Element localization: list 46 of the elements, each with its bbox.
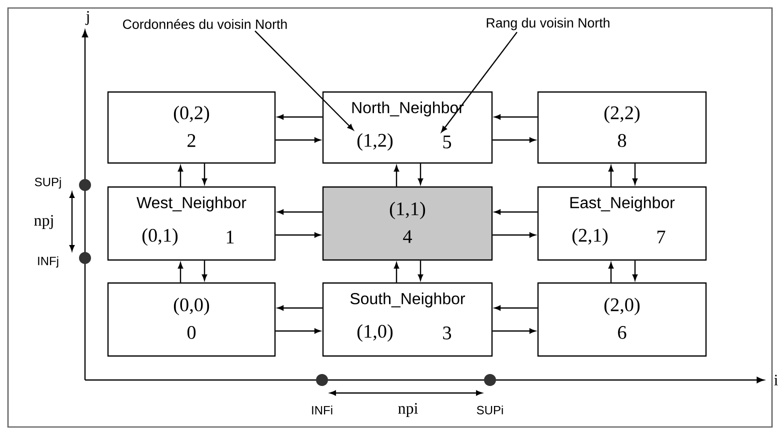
axis-label: i [774, 374, 778, 386]
arrow [492, 328, 536, 334]
leader-line [441, 32, 518, 132]
grid-box: West_Neighbor (0,1) 1 [107, 186, 276, 261]
arrow [277, 305, 322, 311]
grid-box: (0,0) 0 [107, 282, 276, 357]
leader-line [254, 30, 354, 130]
arrow [492, 232, 536, 238]
arrow [178, 262, 184, 282]
arrow [632, 260, 638, 281]
axis-label: SUPj [34, 177, 61, 189]
arrow [608, 165, 614, 186]
arrow [418, 260, 424, 281]
callout-text: Rang du voisin North [486, 18, 610, 30]
arrow [608, 262, 614, 282]
grid-box: East_Neighbor (2,1) 7 [537, 186, 707, 261]
arrow [632, 164, 638, 185]
axis-label: j [85, 11, 89, 25]
arrow [202, 260, 208, 281]
arrow [277, 209, 322, 215]
arrow [492, 137, 536, 143]
arrow [276, 328, 321, 334]
callout-text: Cordonnées du voisin North [123, 19, 287, 29]
grid-box: South_Neighbor (1,0) 3 [322, 282, 493, 357]
arrow [394, 262, 400, 282]
arrow [394, 165, 400, 186]
arrow [277, 114, 322, 120]
arrow [276, 232, 321, 238]
arrow [494, 209, 538, 215]
axis-label: npi [398, 403, 418, 417]
axis-label: INFj [38, 256, 58, 268]
arrow [178, 165, 184, 186]
arrow [202, 164, 208, 185]
grid-box: (2,0) 6 [537, 282, 707, 357]
grid-box: (1,1) 4 [322, 186, 493, 261]
arrow [494, 305, 538, 311]
grid-box: (2,2) 8 [537, 91, 707, 164]
axis-label: SUPi [476, 406, 503, 414]
arrow [276, 137, 321, 143]
grid-label: (1,2) [357, 133, 393, 151]
grid-label: 5 [443, 136, 452, 148]
arrow [494, 114, 538, 120]
grid-box: (0,2) 2 [107, 91, 276, 164]
arrow [418, 164, 424, 185]
axis-label: npj [34, 215, 53, 229]
axis-label: INFi [312, 406, 332, 414]
